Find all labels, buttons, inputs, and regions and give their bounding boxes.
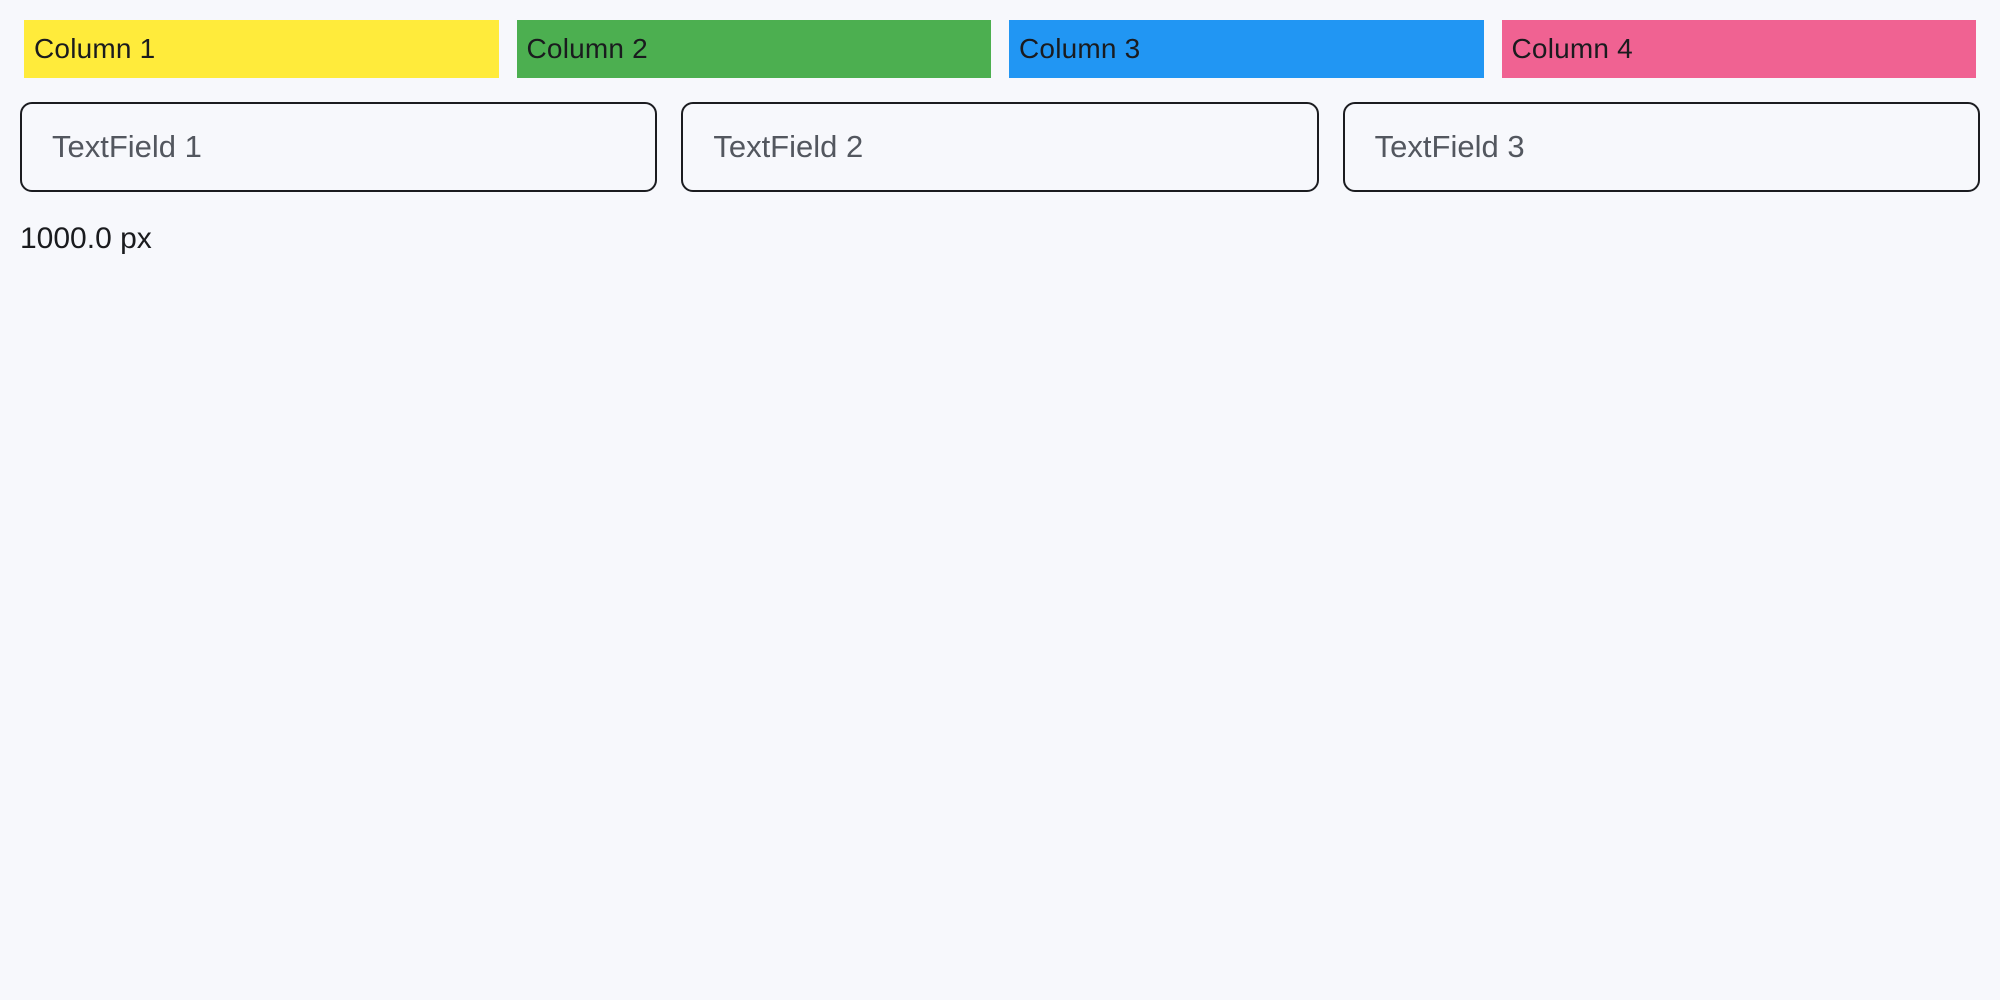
width-label: 1000.0 px — [20, 222, 152, 255]
column-header-3: Column 3 — [1009, 20, 1484, 78]
column-header-2: Column 2 — [516, 20, 991, 78]
textfield-3[interactable] — [1342, 102, 1980, 192]
column-header-4: Column 4 — [1501, 20, 1976, 78]
column-header-row: Column 1 Column 2 Column 3 Column 4 — [0, 0, 2000, 78]
textfield-row — [0, 78, 2000, 192]
textfield-1[interactable] — [20, 102, 658, 192]
textfield-2[interactable] — [681, 102, 1319, 192]
column-header-1: Column 1 — [24, 20, 499, 78]
